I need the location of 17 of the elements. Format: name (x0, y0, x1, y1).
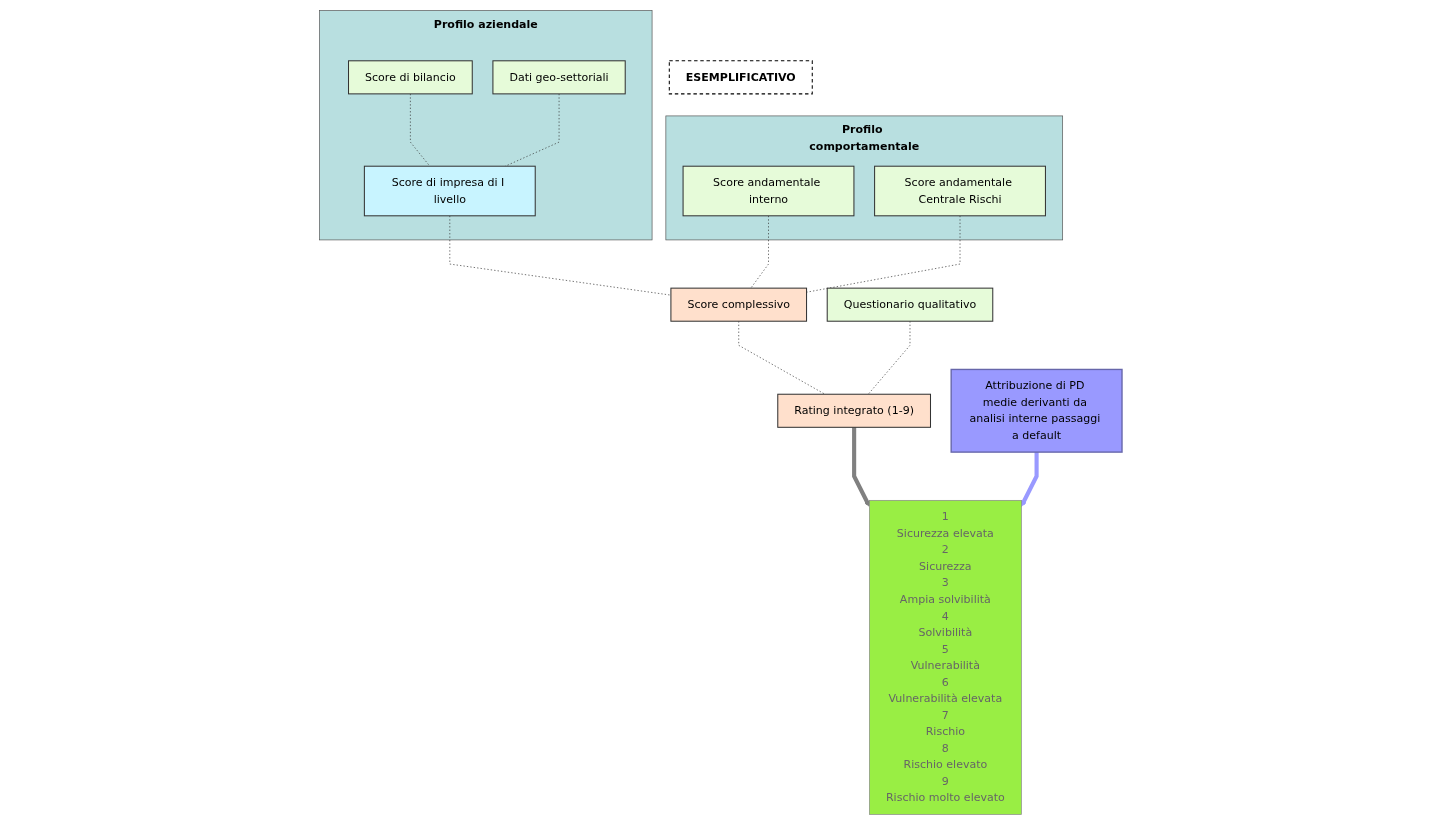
node-box: Rating integrato (1-9) (777, 393, 932, 428)
arrow (1020, 451, 1039, 507)
node-box: Score andamentale interno (682, 165, 855, 216)
connector (410, 93, 431, 167)
arrow (852, 426, 871, 507)
node-box: Attribuzione di PD medie derivanti da analisi interne passaggi a default (950, 368, 1123, 453)
node-box: Questionario qualitativo (826, 287, 994, 322)
node-box: Dati geo-settoriali (492, 59, 626, 94)
node-box: Score andamentale Centrale Rischi (874, 165, 1047, 216)
connector (750, 214, 770, 288)
node-box: Score di bilancio (348, 59, 473, 94)
connector (806, 214, 961, 293)
node-box: 1 Sicurezza elevata 2 Sicurezza 3 Ampia solvibilità 4 Solvibilità 5 Vulnerabilità 6 Vulnerabilità elevata 7 Rischio 8 Rischio elevato 9 Rischio molto elevato (869, 499, 1022, 815)
node-box: Score di impresa di I livello (364, 165, 536, 216)
node-box: Score complessivo (670, 287, 808, 322)
connector (449, 214, 672, 295)
node-box: ESEMPLIFICATIVO (669, 59, 813, 94)
